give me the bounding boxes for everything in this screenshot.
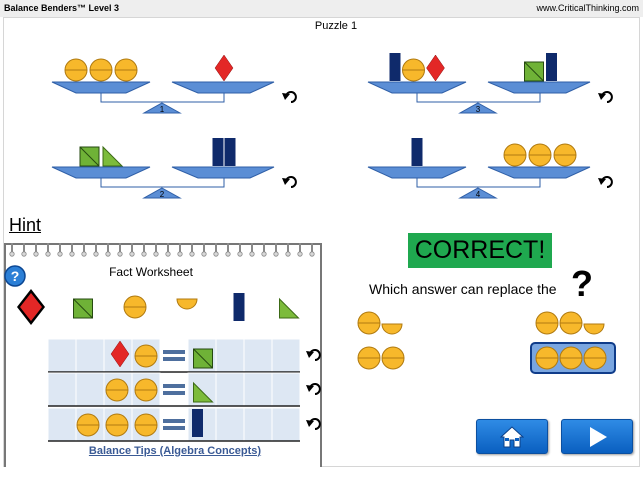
worksheet-title: Fact Worksheet (109, 265, 193, 279)
answer-option-4[interactable] (530, 342, 616, 374)
title-bar: Balance Benders™ Level 3 www.CriticalThi… (0, 0, 643, 17)
palette-triangle[interactable] (279, 297, 300, 319)
triangle-shape (279, 297, 300, 319)
circle-shape (535, 311, 559, 335)
circle-shape (123, 295, 147, 319)
fact-undo-arrow-icon[interactable] (306, 418, 321, 430)
question-text: Which answer can replace the (369, 281, 557, 297)
answer-option-3[interactable] (357, 346, 405, 370)
palette-square[interactable] (73, 298, 93, 319)
half-circle-shape (176, 298, 198, 310)
answer-option-2[interactable] (535, 311, 605, 335)
palette-circle[interactable] (123, 295, 147, 319)
palette-half-circle[interactable] (176, 298, 198, 310)
circle-shape (357, 346, 381, 370)
undo-arrow-icon[interactable] (598, 91, 613, 103)
home-button[interactable] (476, 419, 548, 454)
correct-banner: CORRECT! (408, 233, 552, 268)
circle-shape (583, 346, 607, 370)
undo-arrow-icon[interactable] (282, 91, 297, 103)
home-icon (500, 426, 524, 448)
app-title: Balance Benders™ Level 3 (4, 3, 120, 13)
circle-shape (559, 346, 583, 370)
square-shape (73, 298, 93, 319)
next-button[interactable] (561, 419, 633, 454)
half-circle-shape (583, 323, 605, 335)
rectangle-shape (233, 293, 245, 321)
circle-shape (559, 311, 583, 335)
fact-undo-arrow-icon[interactable] (306, 349, 321, 361)
half-circle-shape (381, 323, 403, 335)
balance-tips-link[interactable]: Balance Tips (Algebra Concepts) (88, 445, 262, 457)
help-icon[interactable]: ? (4, 265, 26, 287)
undo-arrow-icon[interactable] (282, 176, 297, 188)
site-url: www.CriticalThinking.com (536, 3, 639, 13)
puzzle-title: Puzzle 1 (314, 20, 358, 32)
undo-arrow-icon[interactable] (598, 176, 613, 188)
help-glyph: ? (11, 268, 20, 284)
notebook-rings (9, 243, 315, 257)
fact-undo-arrow-icon[interactable] (306, 383, 321, 395)
circle-shape (535, 346, 559, 370)
palette-rectangle[interactable] (233, 293, 245, 321)
circle-shape (357, 311, 381, 335)
play-next-icon (590, 427, 607, 447)
circle-shape (381, 346, 405, 370)
answer-option-1[interactable] (357, 311, 403, 335)
hint-link[interactable]: Hint (9, 215, 42, 235)
palette-diamond[interactable] (17, 289, 45, 325)
